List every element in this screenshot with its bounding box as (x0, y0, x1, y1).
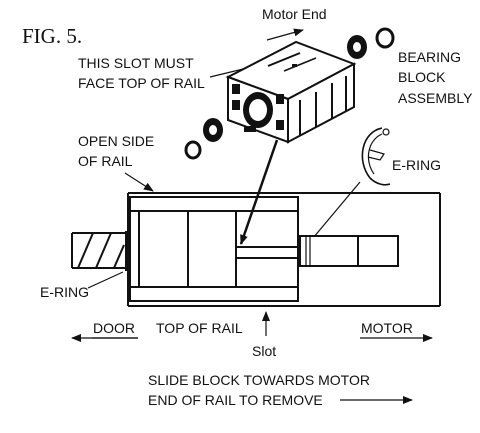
open-side-arrow (124, 172, 154, 192)
open-side-label-line-1: OPEN SIDE (78, 133, 154, 149)
open-side-label-line-2: OF RAIL (78, 153, 133, 169)
e-ring-right-leader (307, 181, 361, 245)
bearing-label-line-2: BLOCK (398, 69, 446, 85)
instruction-line-2: END OF RAIL TO REMOVE (148, 392, 323, 408)
washer-right-small (375, 27, 395, 49)
slot-note-line-1: THIS SLOT MUST (78, 55, 194, 71)
bearing-label-line-3: ASSEMBLY (398, 90, 473, 106)
figure-title-text: FIG. 5. (22, 24, 82, 48)
slot-note-line-2: FACE TOP OF RAIL (78, 75, 205, 91)
instruction-line-1: SLIDE BLOCK TOWARDS MOTOR (148, 372, 370, 388)
washer-left-small (184, 140, 202, 160)
insert-arrow (239, 139, 279, 245)
motor-end-arrow (266, 28, 304, 41)
e-ring-right (361, 127, 391, 186)
door-label: DOOR (93, 320, 135, 336)
motor-end-label: Motor End (262, 6, 327, 22)
slot-label: Slot (252, 343, 276, 359)
washer-left-large (203, 118, 223, 142)
motor-label: MOTOR (361, 320, 413, 336)
e-ring-left-leader (87, 271, 124, 289)
bearing-block (225, 40, 357, 144)
washer-right-large (347, 35, 367, 59)
e-ring-right-label: E-RING (392, 157, 441, 173)
block-in-rail (129, 196, 299, 302)
rail-shaft (299, 235, 399, 267)
e-ring-left-label: E-RING (40, 284, 89, 300)
top-of-rail-label: TOP OF RAIL (156, 320, 243, 336)
left-shaft (71, 231, 129, 271)
bearing-label-line-1: BEARING (398, 49, 461, 65)
